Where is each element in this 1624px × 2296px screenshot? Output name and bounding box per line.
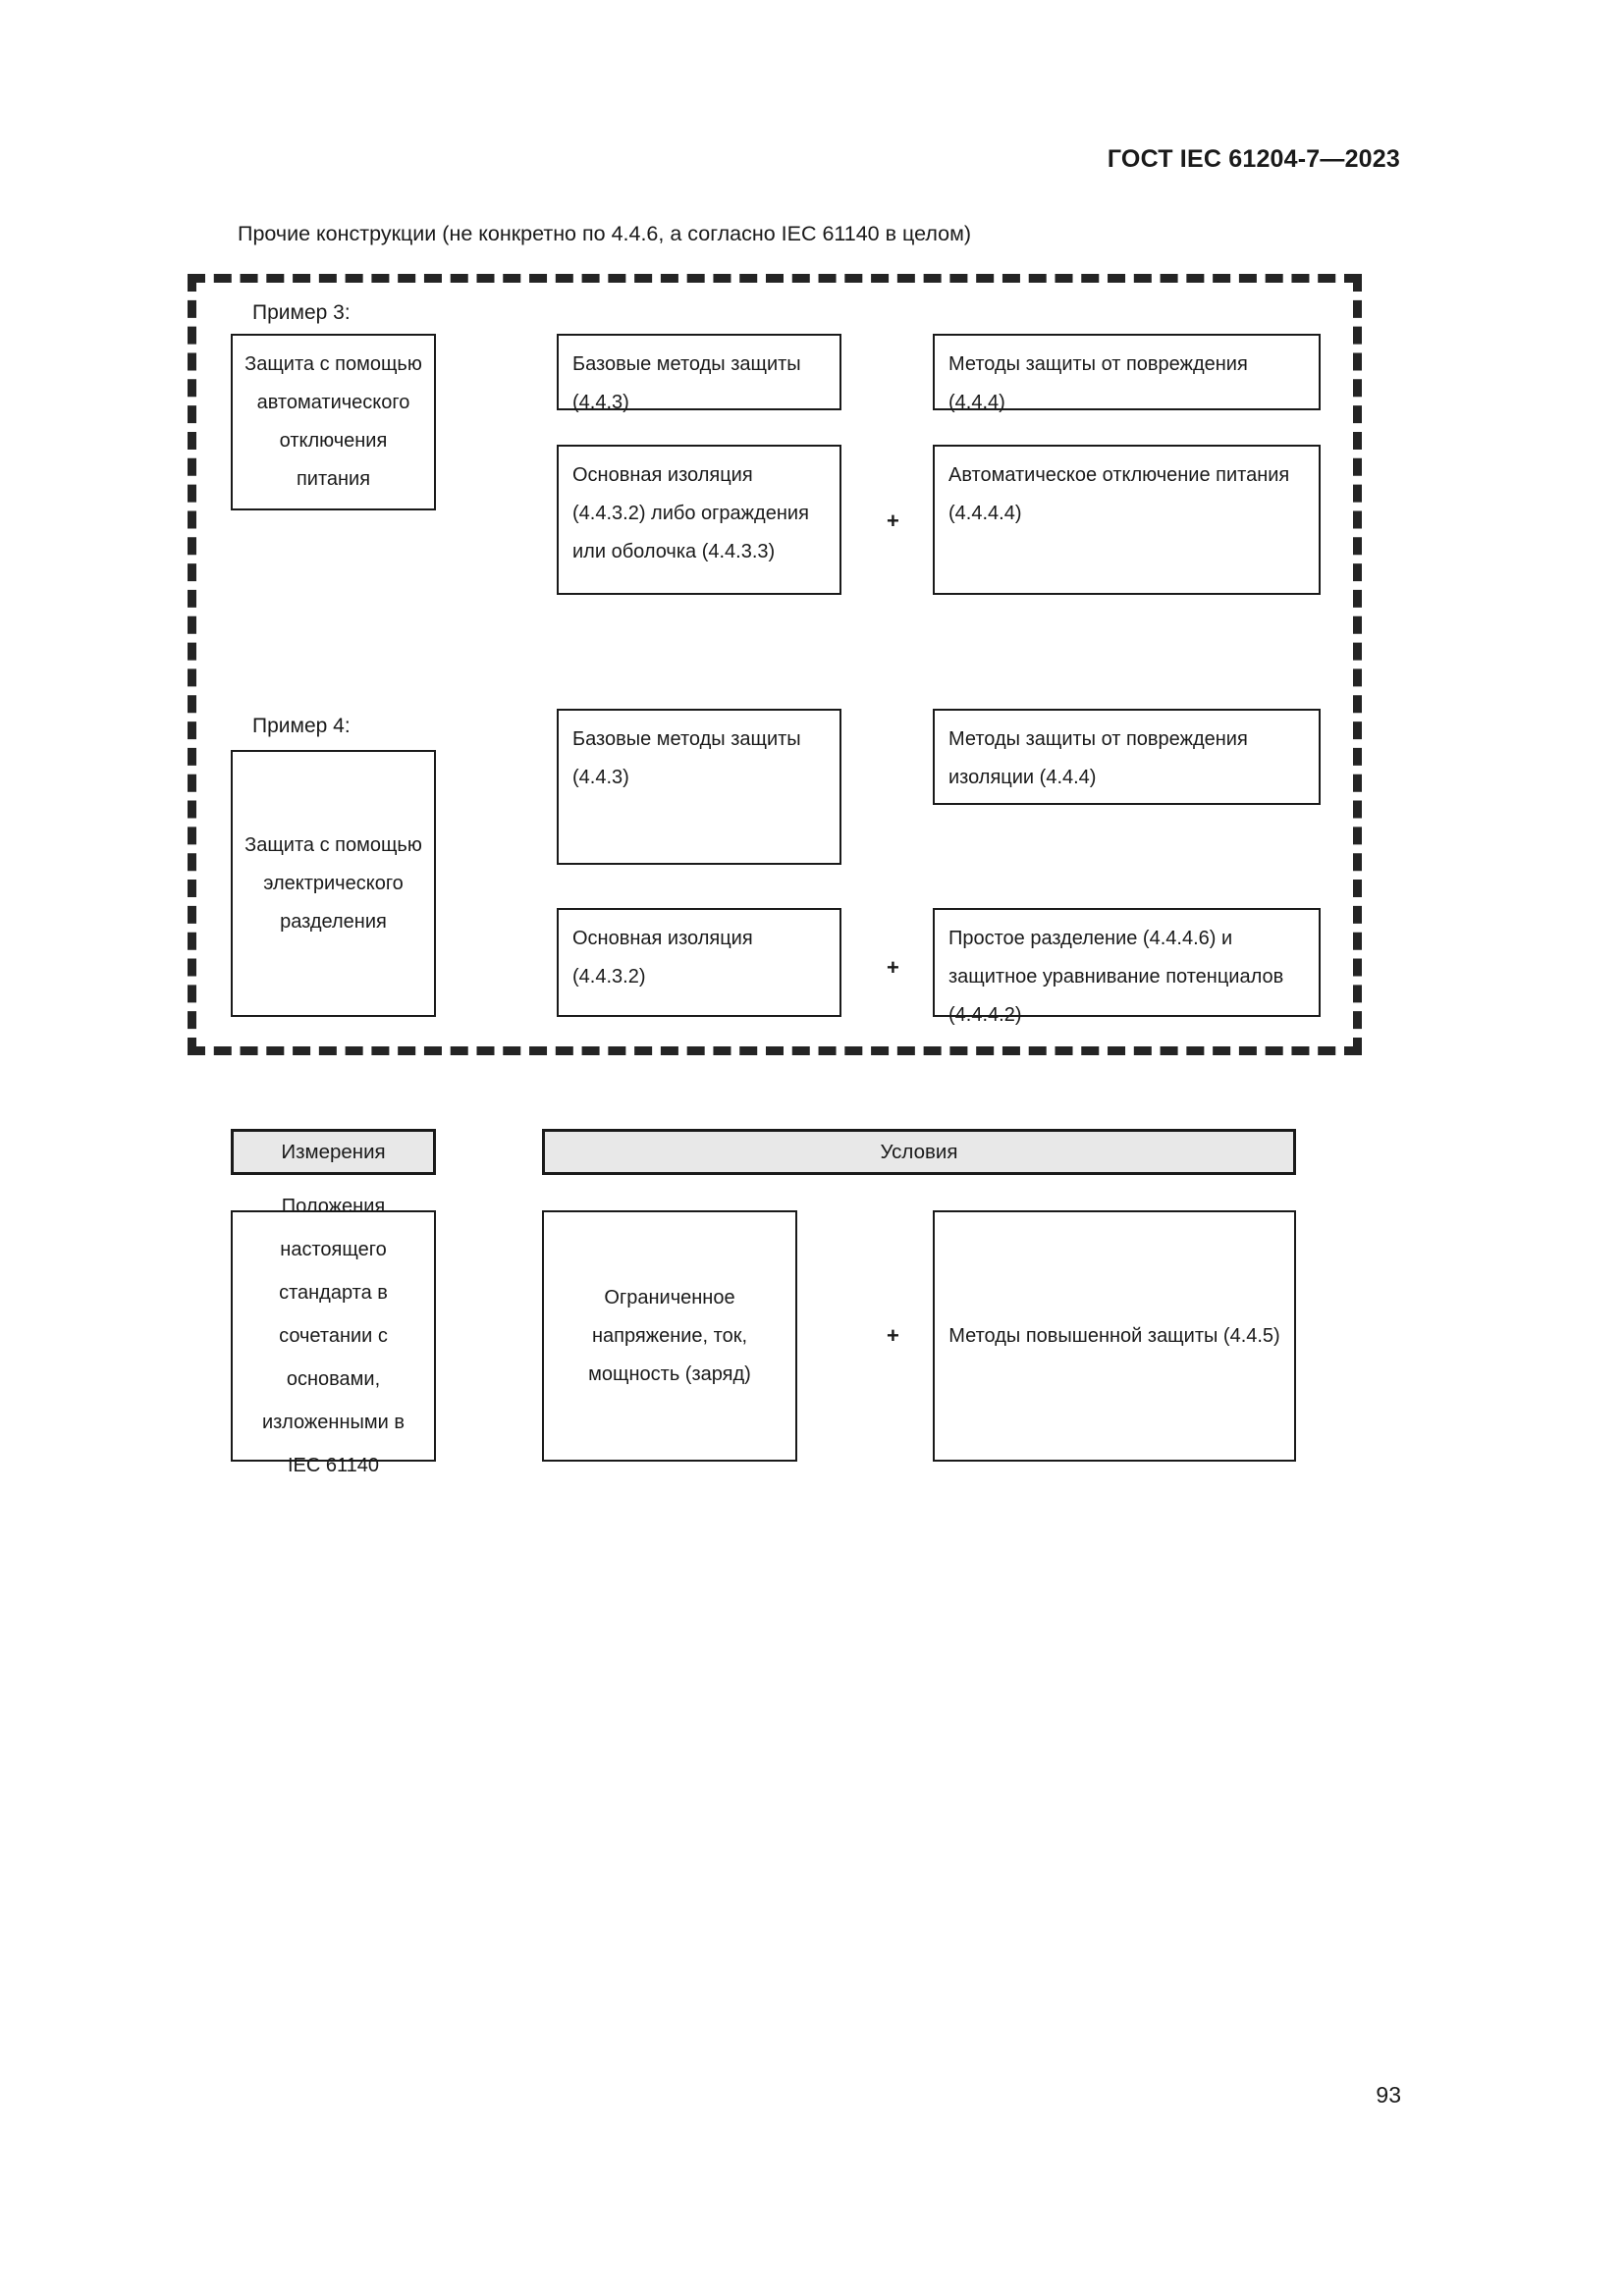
example-3-fault-protection-box: Методы защиты от повреждения (4.4.4): [933, 334, 1321, 413]
page-header-standard-number: ГОСТ IEC 61204-7—2023: [1107, 145, 1400, 173]
bottom-plus-operator: +: [887, 1323, 899, 1348]
example-3-basic-protection-box: Базовые методы защиты (4.4.3): [557, 334, 841, 413]
dashed-group-container: [188, 274, 1362, 1055]
bottom-header-conditions: Условия: [542, 1129, 1296, 1175]
example-4-fault-measure-box: Простое разделение (4.4.4.6) и защитное …: [933, 908, 1321, 1026]
example-3-label: Пример 3:: [252, 301, 351, 324]
example-3-plus-operator: +: [887, 508, 899, 533]
figure-caption: Прочие конструкции (не конкретно по 4.4.…: [238, 222, 972, 245]
page-number: 93: [1376, 2082, 1401, 2108]
example-4-plus-operator: +: [887, 955, 899, 980]
example-3-basic-measure-box: Основная изоляция (4.4.3.2) либо огражде…: [557, 445, 841, 595]
bottom-measures-box: Положения настоящего стандарта в сочетан…: [231, 1196, 436, 1476]
example-4-label: Пример 4:: [252, 715, 351, 737]
example-4-fault-protection-box: Методы защиты от повреждения изоляции (4…: [933, 709, 1321, 805]
example-4-basic-protection-box: Базовые методы защиты (4.4.3): [557, 709, 841, 865]
example-3-fault-measure-box: Автоматическое отключение питания (4.4.4…: [933, 445, 1321, 595]
bottom-header-measures: Измерения: [231, 1129, 436, 1175]
bottom-condition-box: Ограниченное напряжение, ток, мощность (…: [542, 1210, 797, 1462]
bottom-enhanced-protection-box: Методы повышенной защиты (4.4.5): [933, 1210, 1296, 1462]
example-3-subject-box: Защита с помощью автоматического отключе…: [231, 334, 436, 510]
example-4-subject-box: Защита с помощью электрического разделен…: [231, 750, 436, 1017]
example-4-basic-measure-box: Основная изоляция (4.4.3.2): [557, 908, 841, 1017]
